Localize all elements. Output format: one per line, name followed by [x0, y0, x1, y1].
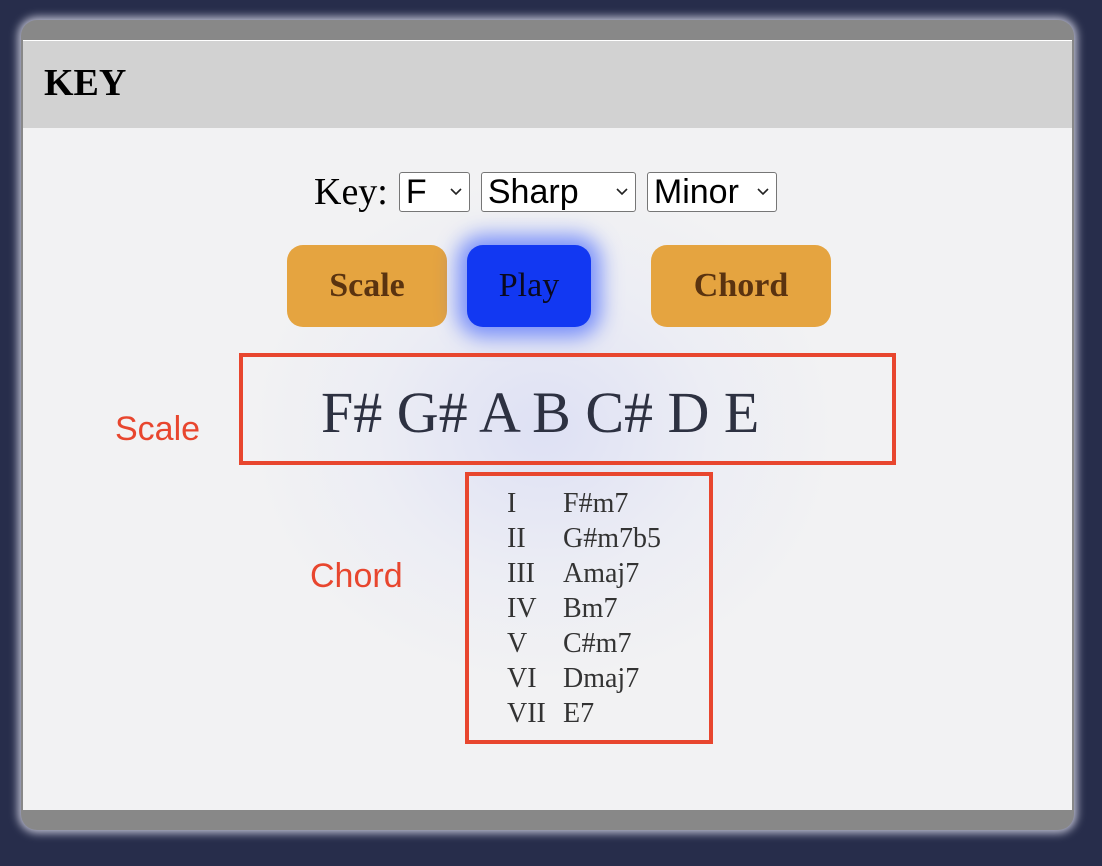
chord-degree: I [507, 487, 517, 519]
chord-display: I F#m7 II G#m7b5 III Amaj7 IV Bm7 V C# [465, 472, 713, 744]
mode-value: Minor [653, 172, 739, 211]
app-window: KEY Key: F Sharp Minor [21, 20, 1074, 830]
header-bar: KEY [23, 40, 1072, 128]
chord-degree: VII [507, 697, 546, 729]
root-note-select[interactable]: F [398, 172, 470, 212]
chord-row: VI Dmaj7 [507, 661, 661, 696]
chord-name: G#m7b5 [563, 522, 661, 554]
app-content: KEY Key: F Sharp Minor [23, 40, 1072, 810]
play-button[interactable]: Play [467, 245, 591, 327]
key-selector: Key: F Sharp Minor [314, 170, 788, 214]
chord-button[interactable]: Chord [651, 245, 831, 327]
chord-degree: VI [507, 662, 537, 694]
scale-button[interactable]: Scale [287, 245, 447, 327]
chord-name: Bm7 [563, 592, 618, 624]
chord-row: V C#m7 [507, 626, 661, 661]
chord-degree: II [507, 522, 526, 554]
chord-name: F#m7 [563, 487, 629, 519]
chord-row: I F#m7 [507, 486, 661, 521]
chord-row: IV Bm7 [507, 591, 661, 626]
chord-degree: III [507, 557, 535, 589]
key-label: Key: [314, 171, 388, 213]
scale-notes: F# G# A B C# D E [321, 380, 760, 445]
chord-degree: V [507, 627, 528, 659]
chord-row: II G#m7b5 [507, 521, 661, 556]
root-note-value: F [405, 172, 427, 211]
mode-select[interactable]: Minor [646, 172, 777, 212]
scale-annotation-label: Scale [115, 410, 201, 448]
chord-row: VII E7 [507, 696, 661, 731]
chord-row: III Amaj7 [507, 556, 661, 591]
scale-display: F# G# A B C# D E [239, 353, 896, 465]
chord-name: E7 [563, 697, 595, 729]
chord-name: Amaj7 [563, 557, 640, 589]
chevron-down-icon [450, 188, 462, 196]
chord-name: Dmaj7 [563, 662, 640, 694]
accidental-value: Sharp [487, 172, 579, 211]
chord-list: I F#m7 II G#m7b5 III Amaj7 IV Bm7 V C# [507, 486, 661, 731]
page-title: KEY [44, 62, 127, 104]
chevron-down-icon [616, 188, 628, 196]
chord-annotation-label: Chord [310, 557, 403, 595]
accidental-select[interactable]: Sharp [480, 172, 636, 212]
chord-degree: IV [507, 592, 537, 624]
chord-name: C#m7 [563, 627, 632, 659]
chevron-down-icon [757, 188, 769, 196]
